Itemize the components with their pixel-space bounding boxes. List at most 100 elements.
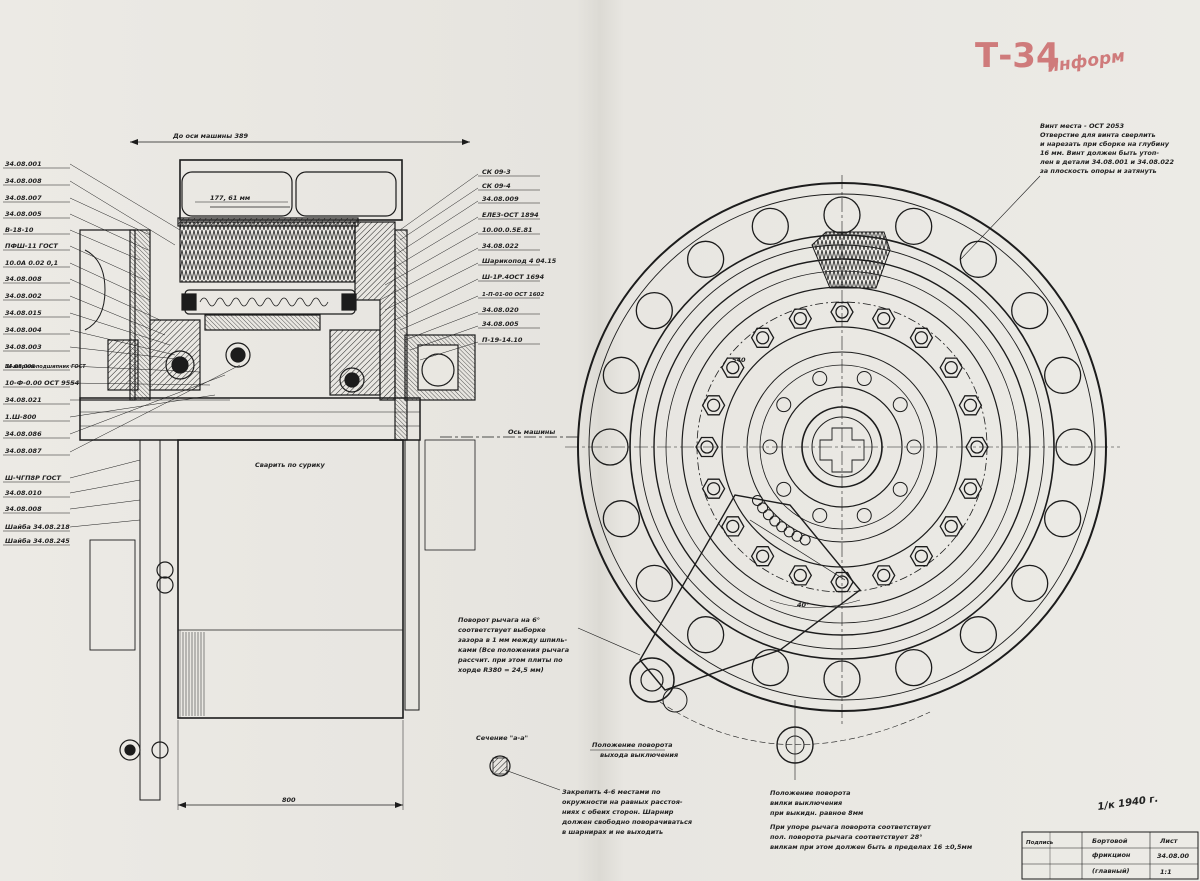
- callout-label: 10-Ф-0.00 ОСТ 9554: [5, 379, 80, 387]
- lever-hole: [769, 515, 781, 527]
- hex-nut: [701, 478, 726, 499]
- callout-label: 34.08.022: [482, 242, 519, 250]
- title-block: [1021, 831, 1199, 880]
- note-line: Винт места - ОСТ 2053: [1040, 122, 1125, 130]
- callout-label: СК 09-3: [482, 168, 511, 176]
- note-line: в шарнирах и не выходить: [562, 828, 663, 836]
- lever-hole: [757, 502, 769, 514]
- callout-label: 34.08.004: [5, 326, 42, 334]
- hex-nut: [788, 308, 813, 329]
- title-name-1: Бортовой: [1092, 837, 1128, 845]
- small-hole: [812, 371, 828, 387]
- note-line: При упоре рычага поворота соответствует: [770, 823, 932, 831]
- callout-label: ЕЛЕЗ-ОСТ 1894: [482, 211, 539, 219]
- callout-label: Ш-шарикоподшипник ГОСТ: [5, 364, 86, 370]
- small-hole: [856, 371, 872, 387]
- callout-label: П-19-14.10: [482, 336, 523, 344]
- hex-nut: [909, 546, 934, 567]
- bolt-hole: [959, 616, 998, 654]
- hex-nut: [965, 436, 989, 458]
- lever-hole: [783, 526, 795, 538]
- callout-label: 10.00.0.5Е.81: [482, 226, 533, 234]
- callout-label: 34.08.005: [482, 320, 519, 328]
- bolt-hole: [751, 207, 789, 246]
- bolt-hole: [823, 660, 861, 698]
- hex-nut: [958, 395, 983, 416]
- watermark-brand: Т-34: [975, 36, 1060, 76]
- note-line: вилки выключения: [770, 799, 842, 807]
- bolt-hole: [1011, 291, 1049, 330]
- section-label: Сечение "а-а": [476, 734, 528, 742]
- scale-label: 1:1: [1160, 868, 1172, 876]
- callout-label: Шайба 34.08.245: [5, 537, 70, 545]
- hex-nut: [871, 308, 896, 329]
- callout-label: Ш-1Р.4ОСТ 1694: [482, 273, 545, 281]
- bolt-hole: [959, 240, 998, 278]
- section-view: Сечение "а-а": [476, 734, 561, 791]
- note-line: должен свободно поворачиваться: [561, 818, 692, 826]
- bolt-hole: [591, 428, 629, 466]
- small-hole: [856, 507, 872, 523]
- note-line: лен в детали 34.08.001 и 34.08.022: [1040, 158, 1174, 166]
- callout-label: 34.08.010: [5, 489, 42, 497]
- weld-note: Закрепить 4-6 местами по окружности на р…: [561, 788, 692, 836]
- bolt-hole: [1055, 428, 1093, 466]
- callout-label: Ш-ЧГП8Р ГОСТ: [5, 474, 62, 482]
- small-hole: [892, 481, 908, 497]
- note-line: выхода выключения: [600, 751, 678, 759]
- bolt-hole: [635, 291, 673, 330]
- callout-label: 1.Ш-800: [5, 413, 37, 421]
- callout-label: 34.08.008: [5, 177, 42, 185]
- front-view: [565, 175, 1120, 780]
- callout-label: 34.08.021: [5, 396, 42, 404]
- top-dimension-label: До оси машины 389: [172, 132, 248, 140]
- callout-label: Шарикопод 4 04.15: [482, 257, 557, 265]
- hex-nut: [701, 395, 726, 416]
- hex-nut: [830, 301, 854, 323]
- note-line: при выкидн. равное 8мм: [770, 809, 864, 817]
- title-name-2: фрикцион: [1092, 851, 1131, 859]
- bolt-hole: [1043, 500, 1082, 538]
- note-line: Положение поворота: [592, 741, 673, 749]
- left-callout-labels: 34.08.001 34.08.008 34.08.007 34.08.005 …: [5, 160, 86, 545]
- outer-bolt-holes: [591, 196, 1093, 698]
- note-line: и нарезать при сборке на глубину: [1040, 140, 1170, 148]
- bolt-hole: [686, 240, 725, 278]
- signature-note: Подпись: [1026, 840, 1054, 846]
- title-name-3: (главный): [1092, 867, 1130, 875]
- hex-nut: [695, 436, 719, 458]
- lever-hole: [762, 509, 774, 521]
- callout-label: СК 09-4: [482, 182, 511, 190]
- lever-note: Поворот рычага на 6° соответствует выбор…: [457, 616, 569, 674]
- hex-nut: [721, 357, 745, 378]
- hex-nut: [750, 327, 775, 348]
- small-hole: [906, 439, 922, 455]
- section-annotation: Сварить по сурику: [255, 461, 326, 469]
- bolt-hole: [895, 207, 933, 246]
- callout-label: 34.08.005: [5, 210, 42, 218]
- hex-nut: [830, 571, 854, 593]
- left-sectional-view: [69, 139, 580, 810]
- callout-label: Шайба 34.08.218: [5, 523, 70, 531]
- hex-nut: [721, 516, 745, 537]
- angle-40: 40°: [797, 601, 809, 609]
- bolt-hole: [823, 196, 861, 234]
- note-line: рассчит. при этом плиты по: [457, 656, 563, 664]
- lever-hole: [791, 530, 803, 542]
- lever-hole: [776, 521, 788, 533]
- note-line: окружности на равных расстоя-: [562, 798, 683, 806]
- right-callout-labels: СК 09-3 СК 09-4 34.08.009 ЕЛЕЗ-ОСТ 1894 …: [482, 168, 557, 344]
- small-hole: [812, 507, 828, 523]
- callout-label: 34.08.086: [5, 430, 42, 438]
- hex-nut: [750, 546, 775, 567]
- callout-label: 34.08.015: [5, 309, 42, 317]
- date-note: 1/к 1940 г.: [1097, 794, 1159, 813]
- note-line: за плоскость опоры и затянуть: [1039, 167, 1157, 175]
- hex-nut: [939, 357, 963, 378]
- note-line: хорде R380 = 24,5 мм): [457, 666, 544, 674]
- small-hole: [776, 397, 792, 413]
- small-holes: [751, 371, 922, 546]
- callout-label: 34.08.002: [5, 292, 42, 300]
- note-line: 16 мм. Винт должен быть утоп-: [1040, 149, 1159, 157]
- note-line: Закрепить 4-6 местами по: [562, 788, 661, 796]
